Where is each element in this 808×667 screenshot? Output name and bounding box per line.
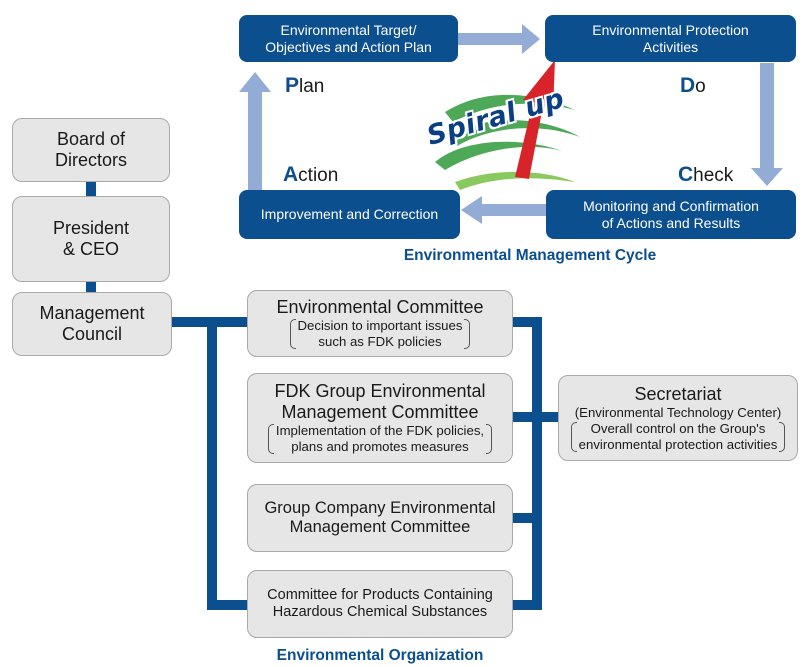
fdk-group-committee-title-line1: FDK Group Environmental xyxy=(274,381,486,401)
arrow-check-to-action xyxy=(461,196,546,224)
action-box-label: Improvement and Correction xyxy=(260,206,439,222)
arrow-action-to-plan xyxy=(239,72,271,190)
check-box-line1: Monitoring and Confirmation xyxy=(583,197,759,214)
arrow-plan-to-do xyxy=(457,24,540,54)
environmental-committee-note: Decision to important issues such as FDK… xyxy=(289,318,471,350)
group-company-committee: Group Company Environmental Management C… xyxy=(247,484,513,552)
plan-box-line2: Objectives and Action Plan xyxy=(265,38,432,55)
organization-title: Environmental Organization xyxy=(276,647,484,664)
president-ceo: President & CEO xyxy=(12,196,170,282)
fdk-group-committee: FDK Group Environmental Management Commi… xyxy=(247,373,513,463)
environmental-committee-title: Environmental Committee xyxy=(276,297,484,317)
do-box: Environmental Protection Activities xyxy=(545,15,796,62)
do-box-line2: Activities xyxy=(642,38,699,55)
action-box: Improvement and Correction xyxy=(239,190,460,239)
do-box-line1: Environmental Protection xyxy=(592,21,749,38)
phase-plan: Plan xyxy=(285,74,325,97)
cycle-title: Environmental Management Cycle xyxy=(403,247,657,264)
arrow-do-to-check xyxy=(751,63,783,186)
plan-box-line1: Environmental Target/ xyxy=(280,21,417,38)
secretariat-title: Secretariat xyxy=(634,383,722,404)
fdk-group-committee-title-line2: Management Committee xyxy=(281,402,479,422)
check-box-line2: of Actions and Results xyxy=(601,214,741,231)
board-of-directors: Board of Directors xyxy=(12,118,170,182)
phase-do: Do xyxy=(680,74,706,97)
org-connectors xyxy=(86,182,558,610)
secretariat-subtitle: (Environmental Technology Center) xyxy=(574,404,782,420)
cycle-arrows xyxy=(239,24,783,224)
products-committee: Committee for Products Containing Hazard… xyxy=(247,570,513,638)
fdk-group-committee-note: Implementation of the FDK policies, plan… xyxy=(267,423,493,455)
phase-check: Check xyxy=(678,163,734,186)
plan-box: Environmental Target/ Objectives and Act… xyxy=(239,15,458,62)
spiral-up-graphic xyxy=(435,60,580,190)
secretariat: Secretariat (Environmental Technology Ce… xyxy=(558,375,798,461)
management-council: Management Council xyxy=(12,292,172,356)
phase-action: Action xyxy=(283,163,339,186)
secretariat-note: Overall control on the Group's environme… xyxy=(570,421,786,453)
check-box: Monitoring and Confirmation of Actions a… xyxy=(546,190,796,239)
environmental-committee: Environmental Committee Decision to impo… xyxy=(247,290,513,357)
